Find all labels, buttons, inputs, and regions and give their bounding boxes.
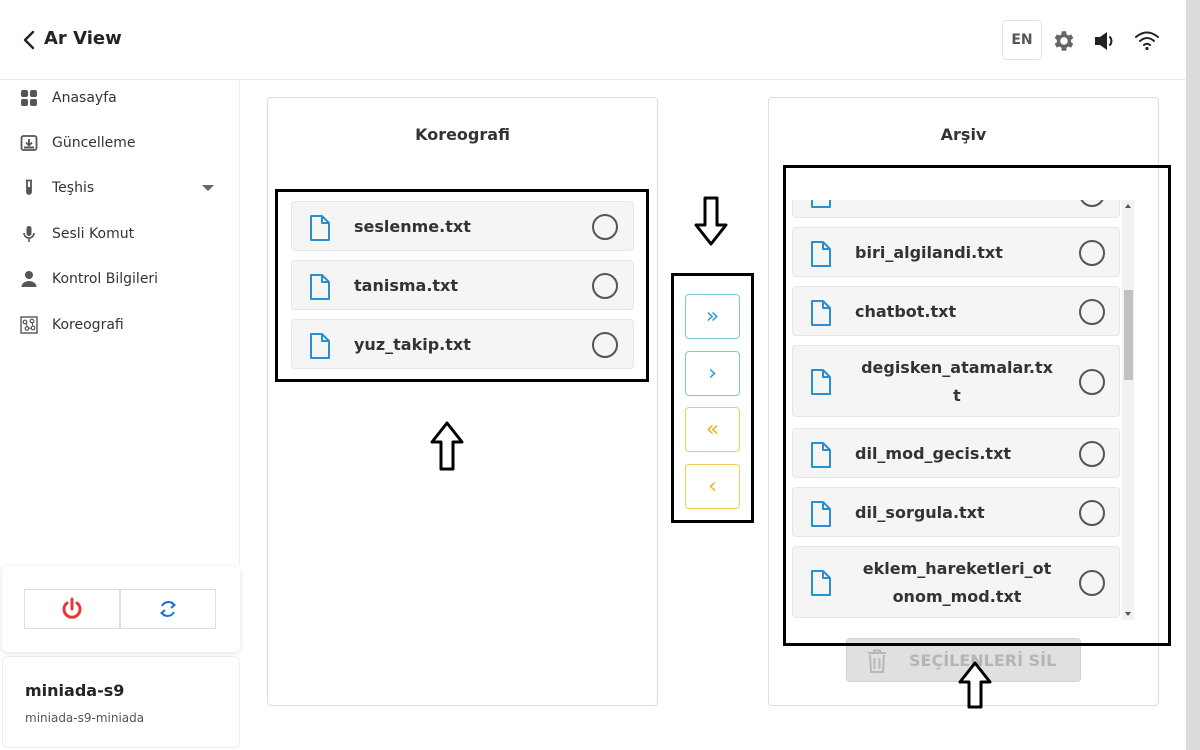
file-name: yuz_takip.txt <box>354 335 471 354</box>
refresh-button[interactable] <box>120 589 216 629</box>
file-name: seslenme.txt <box>354 217 471 236</box>
file-item[interactable]: dil_sorgula.txt <box>792 487 1120 537</box>
file-icon <box>310 333 330 359</box>
file-icon <box>310 274 330 300</box>
file-item[interactable]: dil_mod_gecis.txt <box>792 428 1120 478</box>
file-item[interactable]: tanisma.txt <box>291 260 634 310</box>
sidebar-item-sesli-komut[interactable]: Sesli Komut <box>20 222 220 246</box>
grid-icon <box>21 90 37 106</box>
file-name: tanisma.txt <box>354 276 459 295</box>
file-name-line1: degisken_atamalar.tx <box>861 358 1053 377</box>
file-name-line2: t <box>953 386 961 405</box>
file-icon <box>811 570 831 596</box>
move-one-left-button[interactable]: ‹ <box>685 464 740 509</box>
scroll-down-icon[interactable] <box>1125 612 1131 616</box>
sidebar-item-label: Kontrol Bilgileri <box>52 271 159 287</box>
scrollbar-thumb[interactable] <box>1124 290 1133 380</box>
sidebar-item-label: Teşhis <box>52 180 95 196</box>
move-all-right-button[interactable]: » <box>685 294 740 339</box>
file-name: chatbot.txt <box>855 302 957 321</box>
sidebar-item-teshis[interactable]: Teşhis <box>20 176 220 200</box>
file-select-radio[interactable] <box>592 214 618 240</box>
file-item[interactable] <box>792 200 1120 218</box>
speaker-icon[interactable] <box>1092 28 1118 54</box>
file-select-radio[interactable] <box>1079 299 1105 325</box>
choreography-panel-title: Koreografi <box>415 125 510 144</box>
sidebar-item-guncelleme[interactable]: Güncelleme <box>20 131 220 155</box>
file-icon <box>811 200 831 208</box>
file-item[interactable]: chatbot.txt <box>792 286 1120 336</box>
file-select-radio[interactable] <box>592 332 618 358</box>
file-item[interactable]: seslenme.txt <box>291 201 634 251</box>
test-tube-icon <box>26 179 32 195</box>
file-name-line1: eklem_hareketleri_ot <box>862 559 1052 578</box>
sidebar-item-label: Sesli Komut <box>52 226 135 242</box>
file-icon <box>811 241 831 267</box>
highlight-box-right <box>783 165 1171 646</box>
file-name: biri_algilandi.txt <box>855 243 1003 262</box>
device-name: miniada-s9 <box>25 681 125 700</box>
highlight-box-left <box>275 189 649 382</box>
trash-icon <box>868 649 886 673</box>
move-all-left-button[interactable]: « <box>685 407 740 452</box>
highlight-box-center <box>671 273 754 523</box>
file-name-line2: onom_mod.txt <box>892 587 1022 606</box>
file-name: dil_mod_gecis.txt <box>855 444 1012 463</box>
sidebar-item-anasayfa[interactable]: Anasayfa <box>20 86 220 110</box>
file-icon <box>310 215 330 241</box>
choreography-icon <box>20 316 38 334</box>
gear-icon[interactable] <box>1050 28 1076 54</box>
file-list-viewport <box>792 200 1120 218</box>
file-select-radio[interactable] <box>1079 570 1105 596</box>
arrow-up-icon <box>958 661 992 709</box>
file-name: dil_sorgula.txt <box>855 503 985 522</box>
file-icon <box>811 501 831 527</box>
power-controls-card <box>2 566 240 652</box>
refresh-icon <box>159 601 177 617</box>
scroll-up-icon[interactable] <box>1125 204 1131 208</box>
arrow-up-icon <box>430 421 464 471</box>
arrow-down-icon <box>694 196 728 246</box>
file-icon <box>811 442 831 468</box>
delete-selected-label: SEÇİLENLERİ SİL <box>909 651 1057 670</box>
wifi-icon[interactable] <box>1134 28 1160 54</box>
file-icon <box>811 300 831 326</box>
file-select-radio[interactable] <box>592 273 618 299</box>
file-item[interactable]: eklem_hareketleri_ot onom_mod.txt <box>792 546 1120 618</box>
sidebar-item-label: Güncelleme <box>52 135 136 151</box>
sidebar-item-label: Anasayfa <box>52 90 117 106</box>
microphone-icon <box>23 226 35 242</box>
power-button[interactable] <box>24 589 120 629</box>
file-select-radio[interactable] <box>1079 369 1105 395</box>
sidebar-item-kontrol-bilgileri[interactable]: Kontrol Bilgileri <box>20 267 220 291</box>
file-item[interactable]: biri_algilandi.txt <box>792 227 1120 277</box>
back-chevron-icon[interactable] <box>18 28 42 52</box>
sidebar-item-label: Koreografi <box>52 317 124 333</box>
user-icon <box>21 271 37 287</box>
chevron-down-icon[interactable] <box>202 185 214 191</box>
device-card: miniada-s9 miniada-s9-miniada <box>2 656 240 748</box>
device-subtitle: miniada-s9-miniada <box>25 711 145 725</box>
file-select-radio[interactable] <box>1079 441 1105 467</box>
archive-panel-title: Arşiv <box>940 125 987 144</box>
move-one-right-button[interactable]: › <box>685 351 740 396</box>
download-icon <box>20 135 38 151</box>
file-icon <box>811 369 831 395</box>
power-icon <box>62 597 82 619</box>
app-title: Ar View <box>44 28 122 49</box>
file-item[interactable]: degisken_atamalar.tx t <box>792 345 1120 417</box>
file-select-radio[interactable] <box>1079 500 1105 526</box>
sidebar: Anasayfa Güncelleme Teşhis Sesli Komut K… <box>0 80 240 565</box>
language-button[interactable]: EN <box>1002 20 1042 60</box>
app-header: Ar View EN <box>0 0 1186 80</box>
choreography-panel: Koreografi <box>267 97 658 706</box>
sidebar-item-koreografi[interactable]: Koreografi <box>20 313 220 337</box>
file-item[interactable]: yuz_takip.txt <box>291 319 634 369</box>
file-select-radio[interactable] <box>1079 240 1105 266</box>
page-scrollbar[interactable] <box>1186 0 1200 750</box>
